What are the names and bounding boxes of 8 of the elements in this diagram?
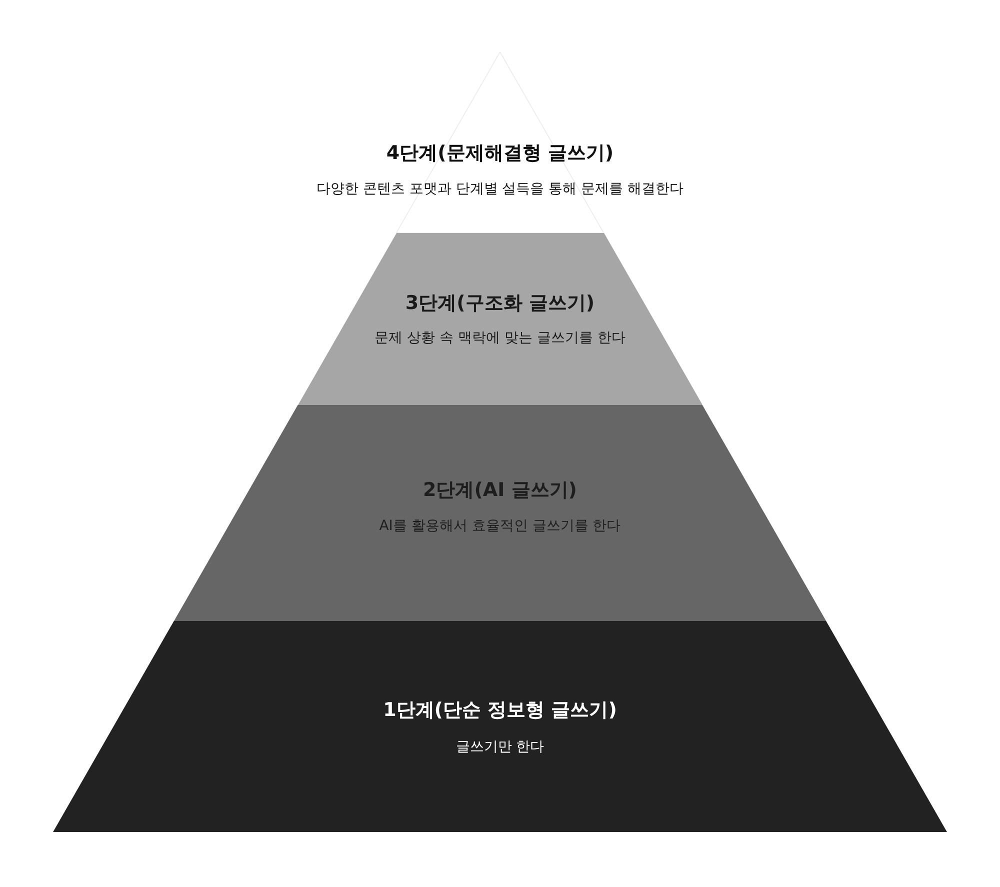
level-description: 글쓰기만 한다 xyxy=(456,738,544,756)
level-title: 4단계(문제해결형 글쓰기) xyxy=(386,141,614,166)
level-title: 3단계(구조화 글쓰기) xyxy=(405,291,595,316)
level-title: 1단계(단순 정보형 글쓰기) xyxy=(383,698,617,723)
level-description: AI를 활용해서 효율적인 글쓰기를 한다 xyxy=(379,517,621,535)
level-description: 다양한 콘텐츠 포맷과 단계별 설득을 통해 문제를 해결한다 xyxy=(316,180,684,198)
level-title: 2단계(AI 글쓰기) xyxy=(422,478,577,503)
level-description: 문제 상황 속 맥락에 맞는 글쓰기를 한다 xyxy=(374,329,626,347)
